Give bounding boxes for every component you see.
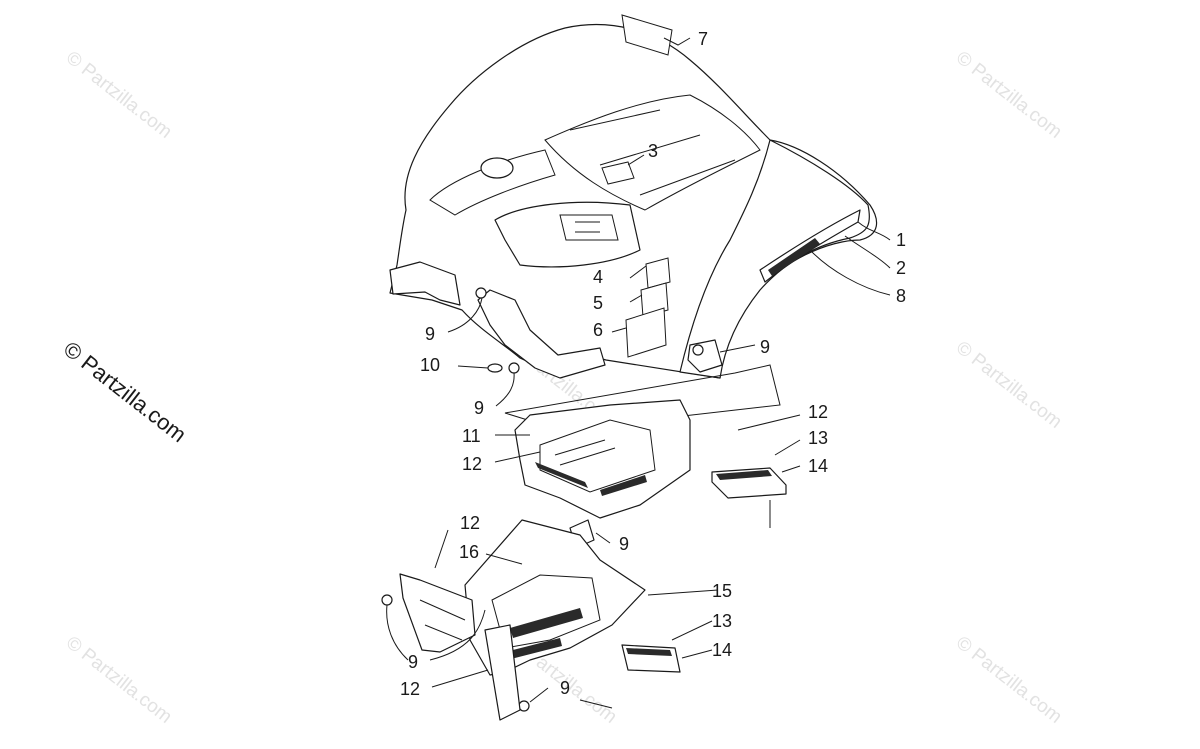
watermark-top-right: © Partzilla.com — [952, 47, 1066, 142]
decal-rack — [601, 161, 635, 185]
watermark-prominent: © Partzilla.com — [59, 336, 191, 447]
callout-9-lower-left: 9 — [408, 652, 418, 672]
callout-16: 16 — [459, 542, 479, 562]
callout-10: 10 — [420, 355, 440, 375]
watermark-mid-right: © Partzilla.com — [952, 337, 1066, 432]
callout-13-lower: 13 — [712, 611, 732, 631]
decal-top-7 — [621, 14, 673, 56]
callout-2: 2 — [896, 258, 906, 278]
callout-14-upper: 14 — [808, 456, 828, 476]
callout-12-bottom: 12 — [400, 679, 420, 699]
cup-holder — [480, 157, 514, 179]
callout-4: 4 — [593, 267, 603, 287]
callout-5: 5 — [593, 293, 603, 313]
callout-8: 8 — [896, 286, 906, 306]
watermark-bottom-right: © Partzilla.com — [952, 632, 1066, 727]
callout-3: 3 — [648, 141, 658, 161]
callout-11: 11 — [462, 426, 481, 446]
leader-lines — [386, 37, 891, 709]
callout-12-footwell-right: 12 — [462, 454, 482, 474]
callout-9-splash: 9 — [474, 398, 484, 418]
callout-9-upper-left: 9 — [619, 534, 629, 554]
callout-7: 7 — [698, 29, 708, 49]
warning-label-4 — [645, 257, 671, 289]
callout-9-right-fender: 9 — [760, 337, 770, 357]
rear-fender-assembly — [389, 23, 878, 379]
callout-14-lower: 14 — [712, 640, 732, 660]
callout-13-upper: 13 — [808, 428, 828, 448]
watermark-bottom-left: © Partzilla.com — [62, 632, 176, 727]
callout-6: 6 — [593, 320, 603, 340]
callout-9-bottom: 9 — [560, 678, 570, 698]
warning-label-6 — [625, 307, 667, 358]
callout-1: 1 — [896, 230, 906, 250]
callout-12-left: 12 — [460, 513, 480, 533]
callout-9-left-bracket: 9 — [425, 324, 435, 344]
right-footwell — [514, 399, 691, 519]
mud-flap — [399, 573, 476, 653]
callout-15: 15 — [712, 581, 732, 601]
callout-labels: 1 2 8 3 7 4 5 6 9 9 10 9 11 12 12 13 14 … — [400, 29, 906, 699]
callout-12-plate: 12 — [808, 402, 828, 422]
watermark-top-left: © Partzilla.com — [62, 47, 176, 142]
washer-10 — [487, 363, 503, 373]
